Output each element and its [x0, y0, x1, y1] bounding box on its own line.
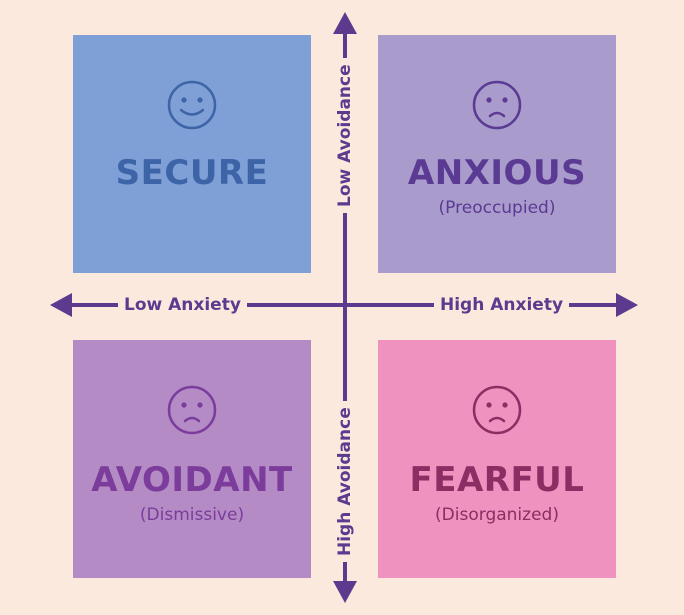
- quadrant-subtitle: (Dismissive): [139, 505, 245, 525]
- quadrant-title: ANXIOUS: [407, 153, 587, 193]
- arrow-down-icon: [333, 581, 357, 603]
- quadrant-anxious: ANXIOUS (Preoccupied): [378, 35, 616, 273]
- arrow-up-icon: [333, 12, 357, 34]
- frowning-face-icon: [166, 384, 218, 436]
- smiling-face-icon: [166, 79, 218, 131]
- axis-label-high-avoidance: High Avoidance: [335, 401, 355, 562]
- frowning-face-icon: [471, 79, 523, 131]
- axis-label-low-anxiety: Low Anxiety: [118, 295, 247, 315]
- quadrant-title: AVOIDANT: [91, 460, 293, 500]
- quadrant-avoidant: AVOIDANT (Dismissive): [73, 340, 311, 578]
- quadrant-subtitle: (Preoccupied): [438, 198, 556, 218]
- quadrant-secure: SECURE: [73, 35, 311, 273]
- frowning-face-icon: [471, 384, 523, 436]
- quadrant-fearful: FEARFUL (Disorganized): [378, 340, 616, 578]
- arrow-left-icon: [50, 293, 72, 317]
- axis-label-high-anxiety: High Anxiety: [434, 295, 570, 315]
- axis-label-low-avoidance: Low Avoidance: [335, 58, 355, 213]
- quadrant-subtitle: (Disorganized): [435, 505, 559, 525]
- quadrant-title: SECURE: [115, 153, 269, 193]
- arrow-right-icon: [616, 293, 638, 317]
- quadrant-title: FEARFUL: [409, 460, 585, 500]
